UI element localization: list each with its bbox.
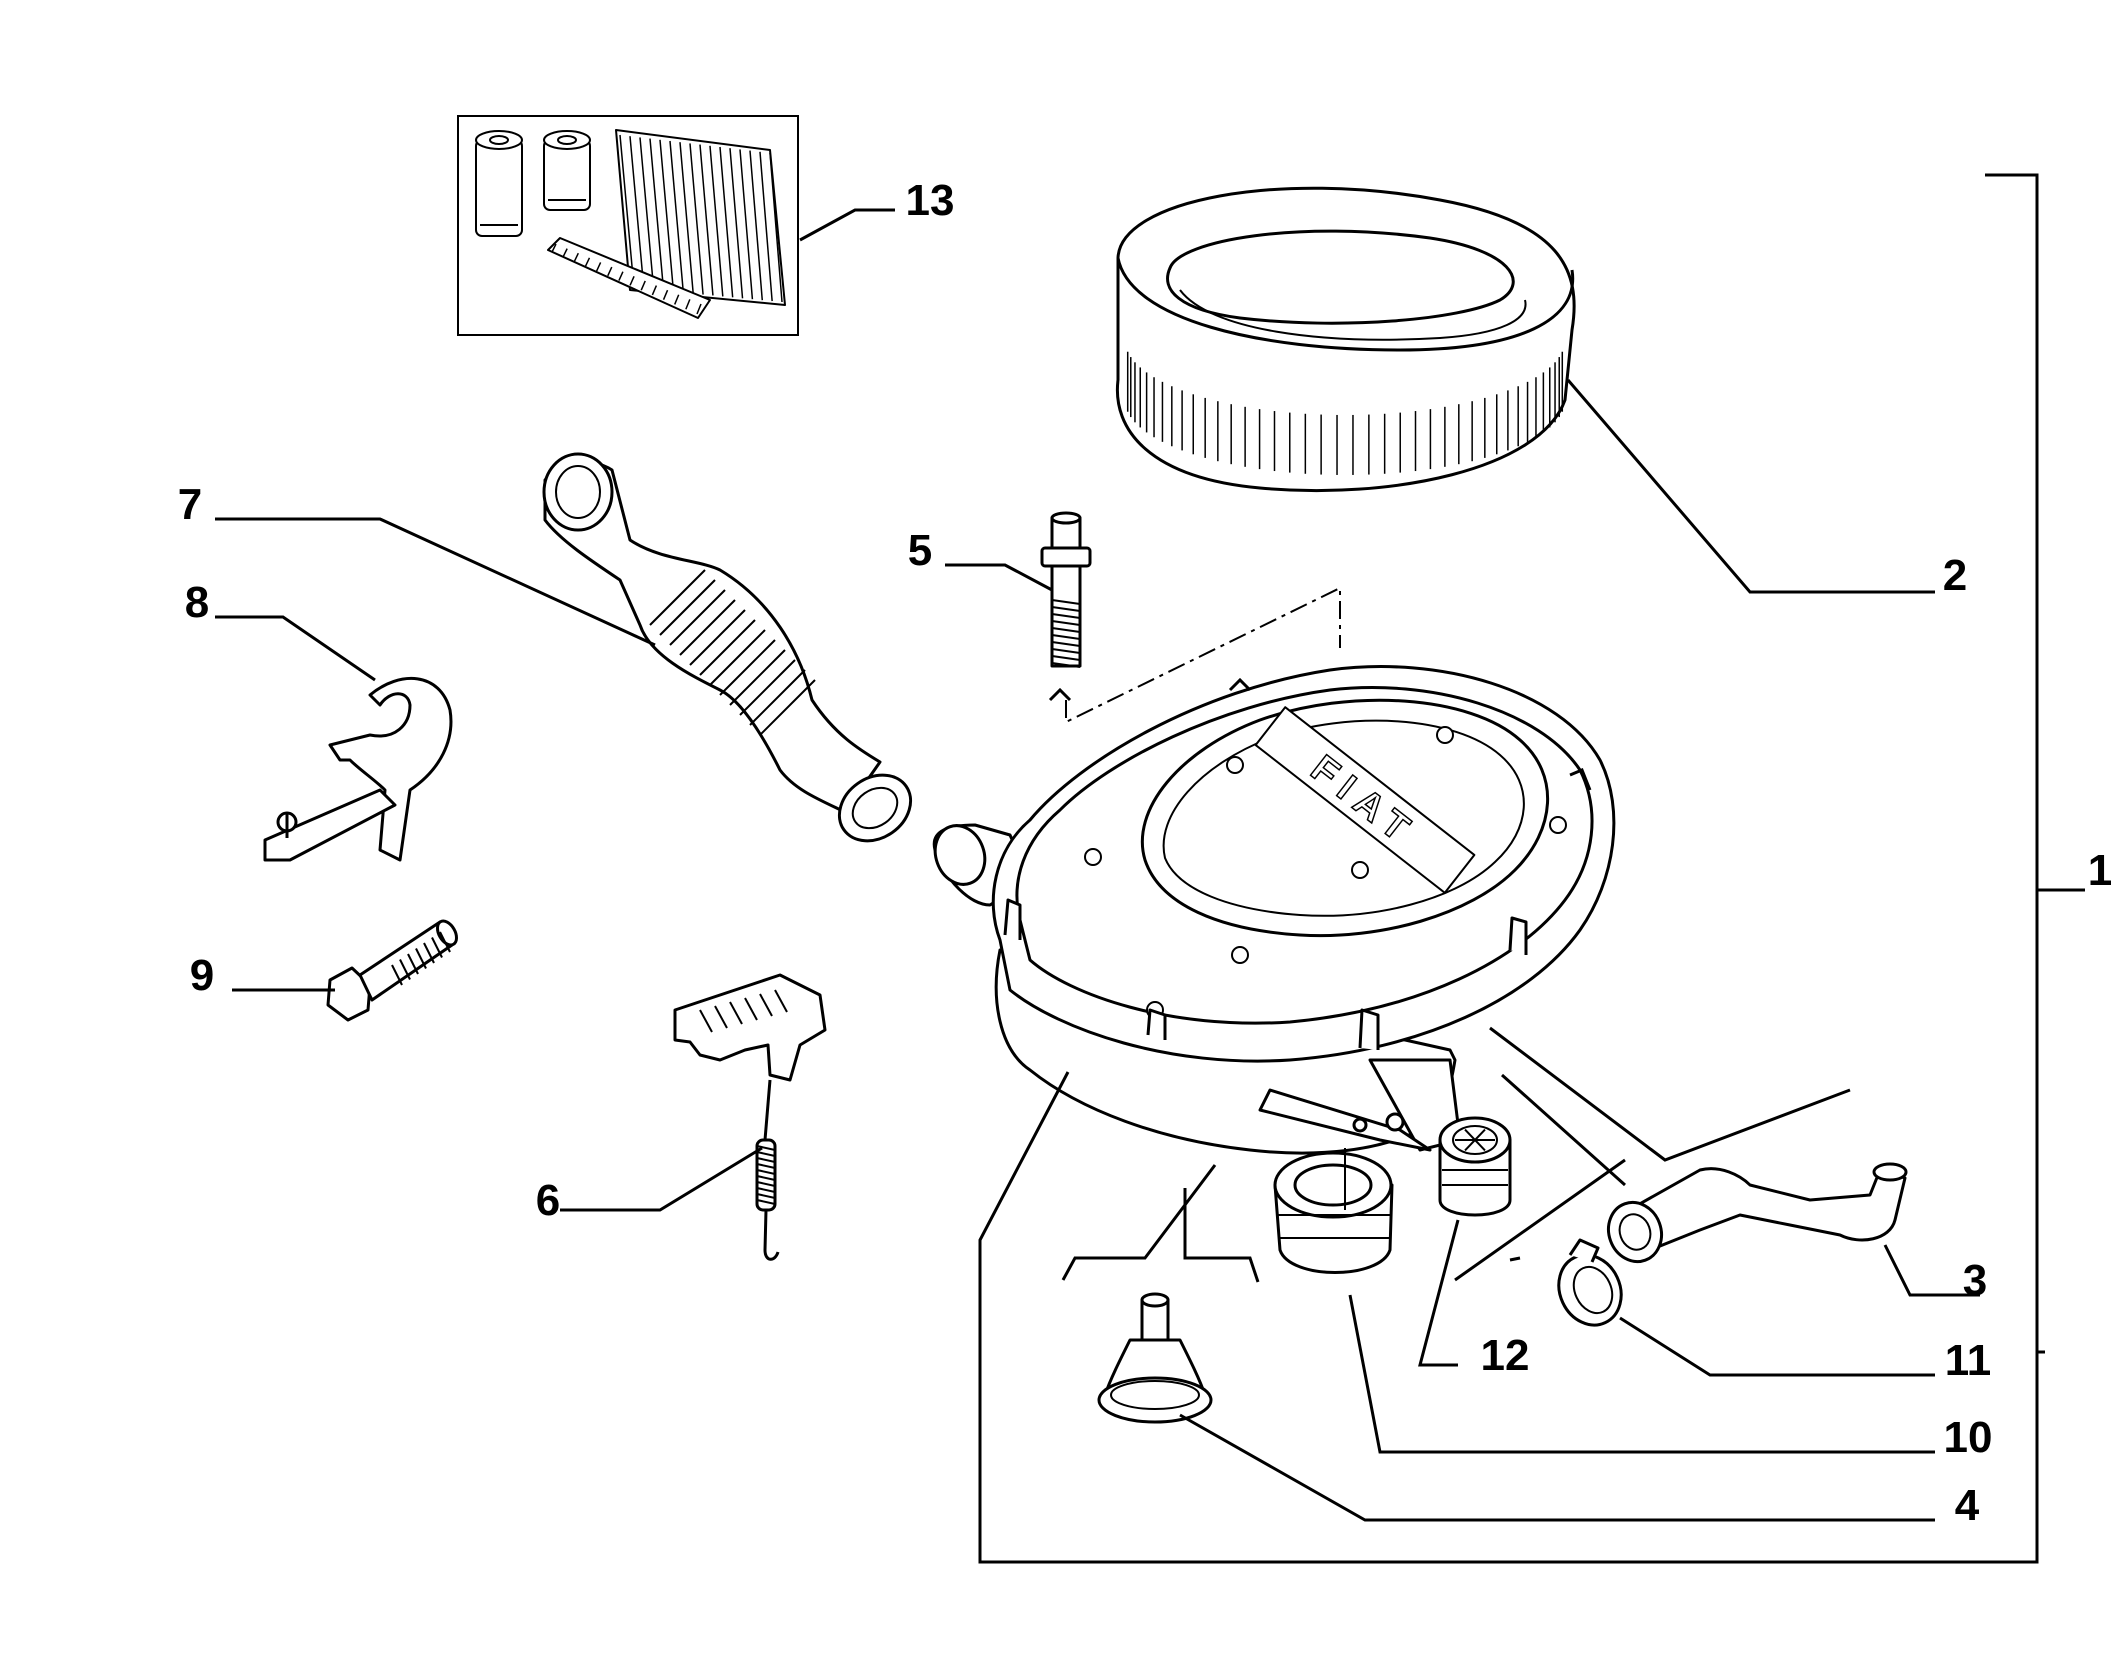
callout-8: 8 (185, 578, 209, 627)
breather-pipe (1607, 1162, 1908, 1264)
callout-labels: 13 2 5 7 8 9 6 1 3 11 10 12 4 (178, 176, 2112, 1530)
oil-filter-icon (475, 130, 523, 237)
assembly-guide-line (1065, 586, 1341, 724)
hex-bolt (326, 919, 458, 1022)
drain-valve (1097, 1292, 1213, 1424)
callout-5: 5 (908, 526, 932, 575)
housing-clips (1003, 677, 1592, 1050)
callout-12: 12 (1481, 1331, 1530, 1380)
intake-hose (542, 452, 913, 843)
callout-6: 6 (536, 1176, 560, 1225)
screw (1040, 511, 1092, 668)
callout-2: 2 (1943, 551, 1967, 600)
valve (1438, 1116, 1512, 1217)
callout-13: 13 (906, 176, 955, 225)
air-box-housing: FIAT (932, 665, 1616, 1155)
callout-10: 10 (1944, 1413, 1993, 1462)
cabin-filter-icon (547, 237, 711, 319)
panel-air-filter-icon (615, 129, 786, 306)
callout-9: 9 (190, 951, 214, 1000)
air-filter-element (1115, 186, 1576, 493)
latch-clip (673, 973, 827, 1261)
seal-ring (1273, 1151, 1394, 1274)
callout-7: 7 (178, 480, 202, 529)
fuel-filter-icon (543, 130, 591, 211)
bracket (263, 676, 453, 862)
callout-11: 11 (1945, 1336, 1992, 1385)
service-kit-inset (457, 115, 799, 336)
callout-1: 1 (2088, 846, 2112, 895)
callout-3: 3 (1963, 1256, 1987, 1305)
leader-lines (215, 173, 2085, 1564)
hose-clamp (1557, 1238, 1623, 1327)
callout-4: 4 (1955, 1481, 1980, 1530)
